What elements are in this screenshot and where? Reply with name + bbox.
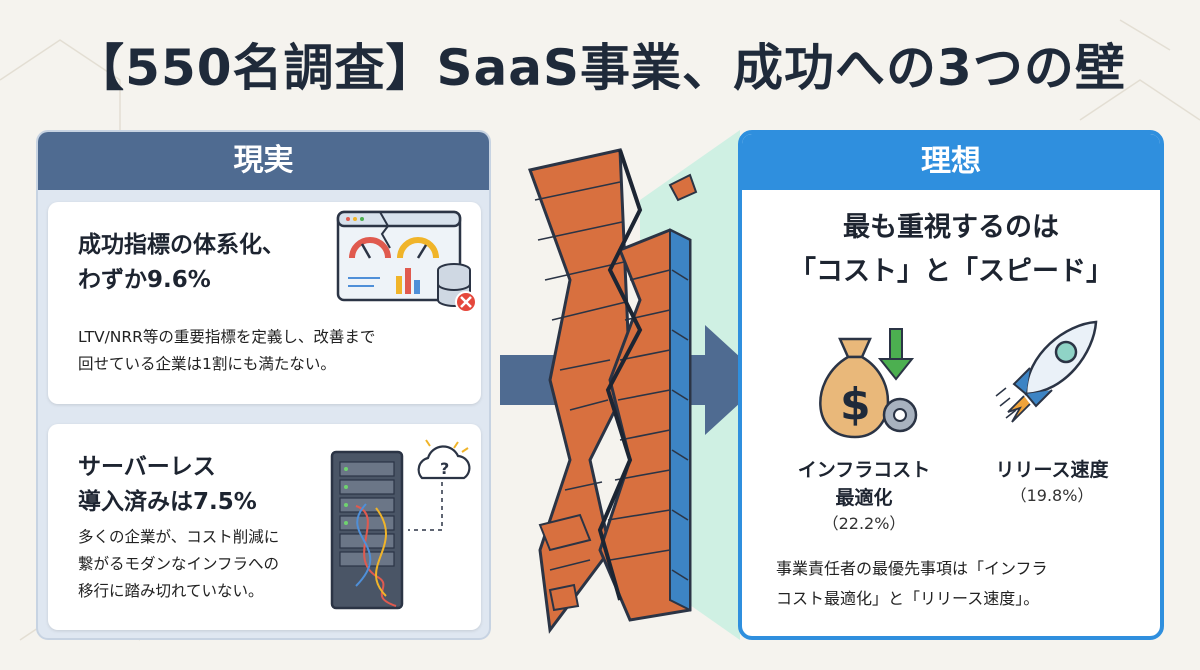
serverless-body: 多くの企業が、コスト削減に 繋がるモダンなインフラへの 移行に踏み切れていない。	[78, 524, 279, 605]
kpi-body-line2: 回せている企業は1割にも満たない。	[78, 355, 336, 373]
server-rack-icon	[330, 450, 404, 610]
serverless-heading: サーバーレス 導入済みは7.5%	[78, 450, 257, 520]
serverless-body-line2: 繋がるモダンなインフラへの	[78, 555, 280, 573]
ideal-note-line1: 事業責任者の最優先事項は「インフラ	[776, 559, 1048, 578]
money-bag-icon: $	[819, 328, 918, 439]
serverless-heading-line1: サーバーレス	[78, 454, 216, 480]
serverless-heading-line2: 導入済みは7.5%	[78, 489, 257, 515]
ideal-header: 理想	[742, 134, 1160, 190]
cloud-question-icon: ?	[408, 439, 471, 531]
kpi-card: 成功指標の体系化、 わずか9.6% LTV/NRR等の重要指標を定義し、改善まで…	[48, 202, 481, 404]
serverless-body-line1: 多くの企業が、コスト削減に	[78, 528, 280, 546]
kpi-heading-line2: わずか9.6%	[78, 267, 211, 293]
release-speed-label: リリース速度	[995, 459, 1109, 481]
infra-cost-label-line2: 最適化	[835, 487, 893, 509]
kpi-heading-line1: 成功指標の体系化、	[78, 232, 285, 258]
reality-header: 現実	[38, 132, 489, 190]
svg-text:$: $	[840, 379, 871, 430]
infra-cost-percent: （22.2%）	[822, 514, 906, 533]
ideal-note-line2: コスト最適化」と「リリース速度」。	[776, 589, 1040, 608]
serverless-body-line3: 移行に踏み切れていない。	[78, 582, 264, 600]
broken-brick-wall-icon	[500, 130, 760, 640]
ideal-lead-line2: 「コスト」と「スピード」	[789, 256, 1113, 287]
kpi-body-line1: LTV/NRR等の重要指標を定義し、改善まで	[78, 328, 376, 346]
dashboard-gauge-icon	[336, 210, 477, 313]
page-title: 【550名調査】SaaS事業、成功への3つの壁	[74, 39, 1126, 97]
ideal-panel: 理想 最も重視するのは 「コスト」と「スピード」 $ インフラコスト 最適化 （…	[738, 130, 1164, 640]
ideal-lead-line1: 最も重視するのは	[843, 212, 1059, 243]
kpi-body: LTV/NRR等の重要指標を定義し、改善まで 回せている企業は1割にも満たない。	[78, 324, 375, 378]
kpi-heading: 成功指標の体系化、 わずか9.6%	[78, 228, 285, 298]
serverless-card: サーバーレス 導入済みは7.5% 多くの企業が、コスト削減に 繋がるモダンなイン…	[48, 424, 481, 630]
ideal-note: 事業責任者の最優先事項は「インフラ コスト最適化」と「リリース速度」。	[776, 554, 1146, 614]
infra-cost-label: インフラコスト 最適化	[766, 456, 962, 512]
release-speed-percent: （19.8%）	[1010, 486, 1094, 505]
ideal-lead: 最も重視するのは 「コスト」と「スピード」	[742, 206, 1160, 294]
infra-cost-label-line1: インフラコスト	[797, 459, 931, 481]
rocket-icon	[995, 320, 1098, 423]
svg-text:?: ?	[440, 459, 449, 478]
reality-panel: 現実 成功指標の体系化、 わずか9.6% LTV/NRR等の重要指標を定義し、改…	[36, 130, 491, 640]
